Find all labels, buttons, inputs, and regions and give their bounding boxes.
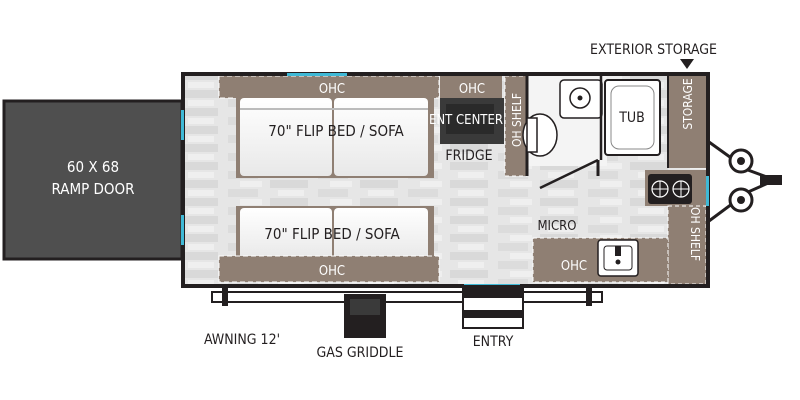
ohc-kitchen-label: OHC — [561, 259, 587, 274]
ramp-door-label-line1: 60 X 68 — [67, 158, 119, 176]
storage-label: STORAGE — [681, 78, 695, 129]
flip-bed-sofa-bottom — [236, 206, 434, 262]
ohc-ent-label: OHC — [459, 82, 485, 97]
flip-bed-sofa-top — [236, 96, 434, 178]
trailer-hitch — [708, 140, 782, 223]
oh-shelf-left-label: OH SHELF — [510, 93, 524, 147]
ent-center-label: ENT CENTER — [429, 113, 503, 128]
bathroom — [522, 76, 661, 190]
storage-front — [667, 76, 706, 168]
ohc-top-label: OHC — [319, 82, 345, 97]
oh-shelf-right-label: OH SHELF — [688, 207, 702, 261]
micro-label: MICRO — [537, 219, 576, 234]
gas-griddle — [344, 294, 386, 338]
awning-label: AWNING 12' — [204, 332, 280, 348]
awning — [211, 288, 603, 306]
exterior-storage-arrow — [680, 59, 694, 69]
flip-bed-top-label: 70" FLIP BED / SOFA — [268, 122, 404, 140]
ramp-door-label-line2: RAMP DOOR — [51, 180, 134, 198]
fridge-label: FRIDGE — [445, 148, 492, 164]
kitchen — [532, 170, 707, 285]
ohc-bottom-label: OHC — [319, 264, 345, 279]
ohc-bottom — [218, 255, 440, 283]
gas-griddle-label: GAS GRIDDLE — [317, 345, 404, 361]
tub-label: TUB — [618, 110, 645, 126]
entry-steps — [462, 285, 524, 329]
flip-bed-bottom-label: 70" FLIP BED / SOFA — [264, 225, 400, 243]
ent-center — [440, 76, 504, 144]
exterior-storage-label: EXTERIOR STORAGE — [590, 42, 717, 58]
ramp-door — [2, 99, 184, 261]
entry-label: ENTRY — [473, 334, 514, 350]
labels: EXTERIOR STORAGE 60 X 68 RAMP DOOR OHC O… — [51, 42, 717, 361]
